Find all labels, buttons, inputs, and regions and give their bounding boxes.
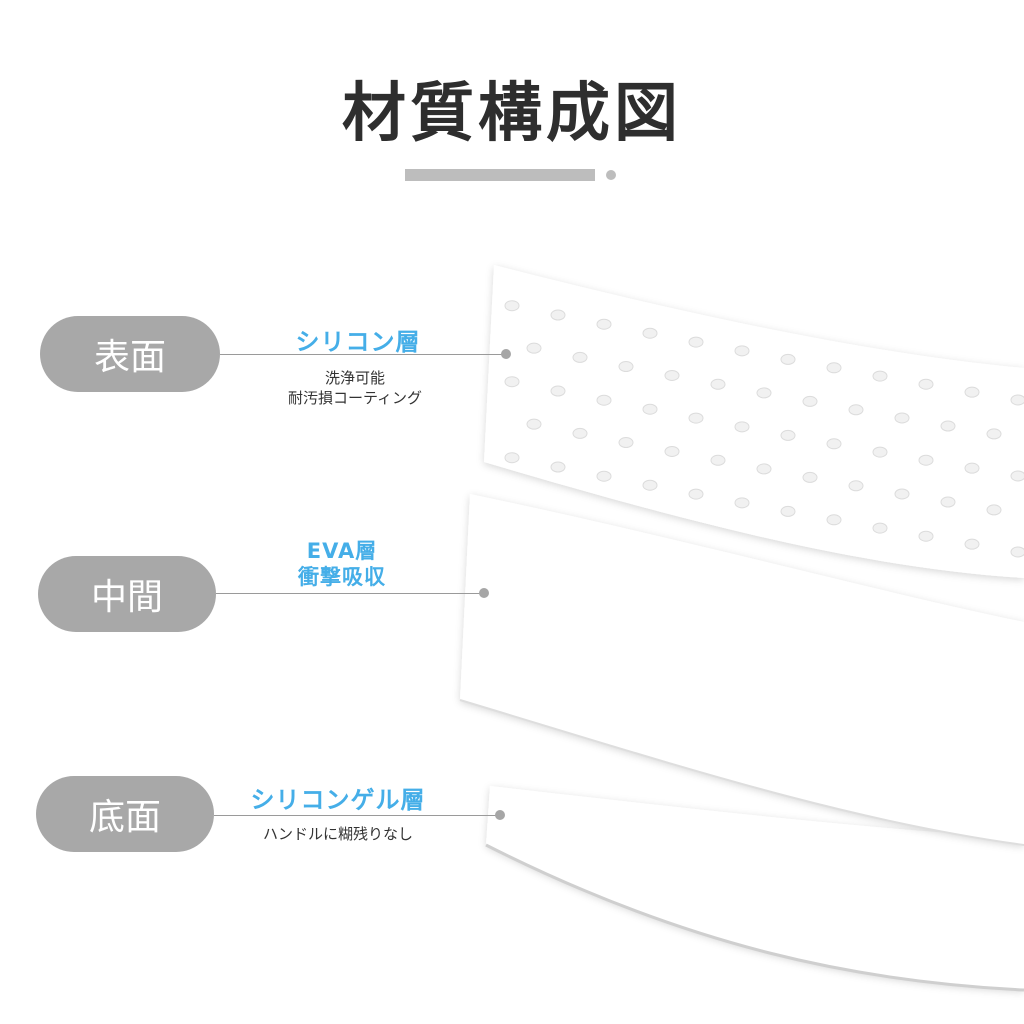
layer-position-surface: 表面: [40, 316, 220, 392]
perforation-hole: [1010, 546, 1024, 558]
perforation-hole: [642, 403, 658, 415]
perforation-hole: [964, 386, 980, 398]
perforation-hole: [848, 480, 864, 492]
perforation-hole: [550, 385, 566, 397]
perforation-hole: [596, 470, 612, 482]
perforation-hole: [826, 514, 842, 526]
perforation-hole: [504, 452, 520, 464]
callout-line: [214, 815, 504, 816]
callout-dot: [501, 349, 511, 359]
layer-name-line: 衝撃吸収: [298, 565, 386, 589]
perforation-hole: [642, 327, 658, 339]
title-underline-dot: [606, 170, 616, 180]
perforation-hole: [642, 479, 658, 491]
perforation-hole: [550, 309, 566, 321]
perforation-hole: [918, 378, 934, 390]
layer-name: EVA層 衝撃吸収: [242, 538, 442, 590]
perforation-hole: [802, 395, 818, 407]
perforation-hole: [734, 421, 750, 433]
perforation-hole: [688, 336, 704, 348]
layer-position-label: 表面: [93, 337, 166, 378]
perforation-hole: [572, 351, 588, 363]
layer-description: 洗浄可能 耐汚損コーティング: [230, 368, 480, 408]
perforation-hole: [688, 412, 704, 424]
layer-position-label: 中間: [90, 577, 163, 618]
perforation-hole: [964, 462, 980, 474]
perforation-hole: [780, 353, 796, 365]
perforation-hole: [1010, 394, 1024, 406]
eva-layer: [460, 494, 1024, 845]
perforation-hole: [826, 438, 842, 450]
perforation-hole: [596, 394, 612, 406]
perforation-hole: [872, 522, 888, 534]
perforation-hole: [504, 300, 520, 312]
layer-name-line: EVA層: [306, 539, 378, 563]
perforation-hole: [596, 318, 612, 330]
layer-name: シリコン層: [295, 328, 421, 356]
callout-line: [216, 593, 488, 594]
layer-description: ハンドルに糊残りなし: [228, 824, 448, 844]
perforation-hole: [756, 387, 772, 399]
description-line: 耐汚損コーティング: [287, 389, 423, 407]
perforation-hole: [894, 488, 910, 500]
perforation-hole: [780, 429, 796, 441]
perforation-hole: [780, 505, 796, 517]
perforation-hole: [664, 369, 680, 381]
perforation-hole: [940, 420, 956, 432]
layer-position-bottom: 底面: [36, 776, 214, 852]
perforation-hole: [756, 463, 772, 475]
perforation-hole: [894, 412, 910, 424]
perforation-hole: [802, 471, 818, 483]
perforation-hole: [526, 418, 542, 430]
description-line: ハンドルに糊残りなし: [262, 825, 413, 843]
perforation-hole: [618, 437, 634, 449]
perforation-hole: [710, 454, 726, 466]
title-underline: [405, 169, 595, 181]
perforation-hole: [572, 427, 588, 439]
perforation-hole: [940, 496, 956, 508]
perforation-hole: [550, 461, 566, 473]
perforation-hole: [688, 488, 704, 500]
perforation-hole: [964, 538, 980, 550]
perforation-hole: [710, 378, 726, 390]
callout-line: [220, 354, 506, 355]
silicone-layer: [484, 265, 1024, 578]
callout-dot: [479, 588, 489, 598]
silicone-gel-layer: [486, 786, 1024, 990]
callout-dot: [495, 810, 505, 820]
perforation-hole: [918, 530, 934, 542]
layer-position-middle: 中間: [38, 556, 216, 632]
perforation-hole: [872, 446, 888, 458]
perforation-hole: [664, 445, 680, 457]
perforation-hole: [826, 362, 842, 374]
perforation-hole: [734, 497, 750, 509]
perforation-hole: [986, 504, 1002, 516]
perforation-hole: [918, 454, 934, 466]
perforation-holes: [504, 300, 1024, 558]
perforation-hole: [1010, 470, 1024, 482]
layer-name: シリコンゲル層: [250, 786, 426, 814]
perforation-hole: [734, 345, 750, 357]
perforation-hole: [986, 428, 1002, 440]
perforation-hole: [618, 361, 634, 373]
perforation-hole: [848, 404, 864, 416]
perforation-hole: [526, 342, 542, 354]
page-title: 材質構成図: [342, 77, 682, 151]
perforation-hole: [504, 376, 520, 388]
perforation-hole: [872, 370, 888, 382]
description-line: 洗浄可能: [324, 369, 385, 387]
layer-position-label: 底面: [88, 797, 161, 838]
